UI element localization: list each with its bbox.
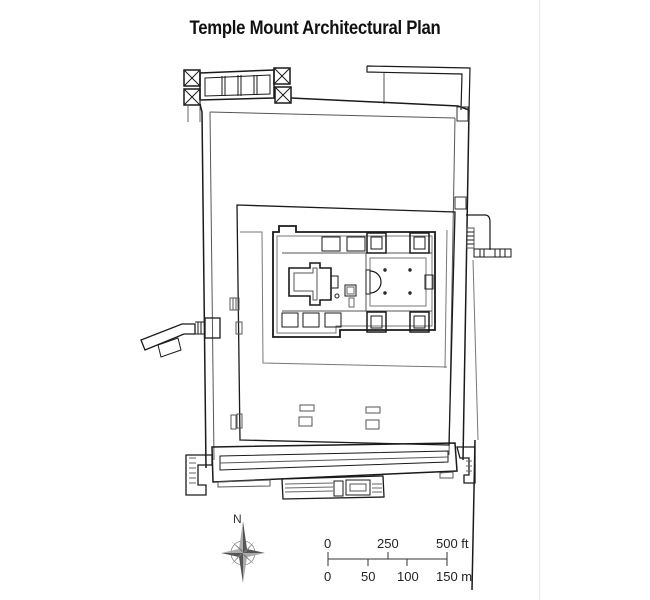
- scale-ft-0: 0: [324, 536, 332, 551]
- scale-bar: [327, 552, 448, 566]
- scale-m-150: 150 m: [436, 569, 473, 584]
- east-gateway: [466, 214, 512, 258]
- scale-m-100: 100: [397, 569, 419, 584]
- scale-ft-500: 500 ft: [436, 536, 469, 551]
- royal-stoa: [185, 442, 476, 500]
- compass-rose-icon: [221, 521, 265, 583]
- plan-drawing: [140, 65, 512, 591]
- east-wall-extension: [471, 439, 476, 591]
- outer-enclosure-wall: [199, 97, 470, 469]
- scale-ft-250: 250: [377, 536, 399, 551]
- courtyard-staircases: [229, 297, 380, 430]
- compass-north-label: N: [233, 512, 242, 526]
- west-stairway-bridge: [140, 317, 221, 358]
- north-tower-complex: [183, 67, 292, 122]
- page-edge-divider: [539, 0, 540, 600]
- page-title: Temple Mount Architectural Plan: [189, 18, 441, 39]
- temple-compound: [272, 225, 436, 338]
- north-east-extension: [366, 65, 471, 113]
- scale-m-0: 0: [324, 569, 332, 584]
- inner-enclosure: [232, 204, 456, 446]
- scale-m-50: 50: [361, 569, 376, 584]
- east-wall-line: [472, 259, 479, 441]
